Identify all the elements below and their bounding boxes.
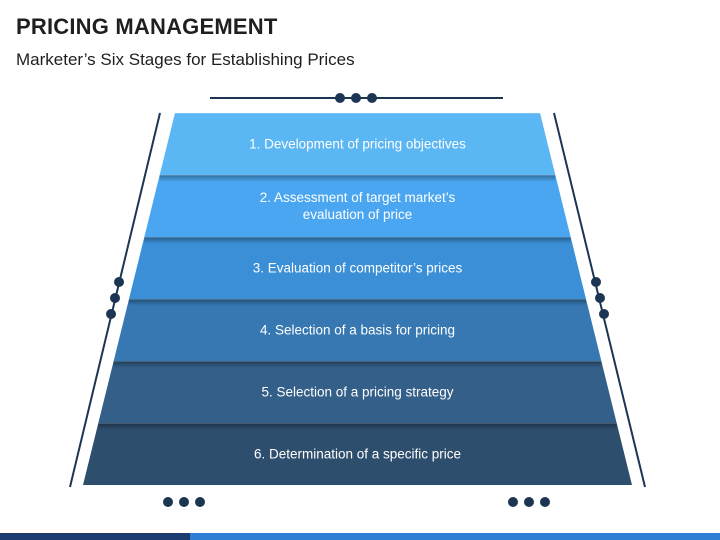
pyramid-step-1: 1. Development of pricing objectives (159, 113, 556, 175)
pyramid-step-shape (144, 175, 571, 237)
pyramid-step-shadow (159, 175, 556, 182)
top-ornament-dot (367, 93, 377, 103)
pyramid-step-shadow (129, 299, 586, 306)
pyramid-step-label: 6. Determination of a specific price (254, 447, 461, 462)
bottom-left-dots (163, 497, 205, 507)
pyramid-step-shadow (98, 423, 617, 430)
pyramid-step-4: 4. Selection of a basis for pricing (113, 299, 602, 361)
pyramid-step-label: 1. Development of pricing objectives (249, 137, 466, 152)
left-ornament-dot (114, 277, 124, 287)
pyramid-step-2: 2. Assessment of target market’s evaluati… (144, 175, 571, 237)
pyramid-step-5: 5. Selection of a pricing strategy (98, 361, 617, 423)
pyramid-step-label: 3. Evaluation of competitor’s prices (253, 261, 463, 276)
pyramid-step-shape (129, 237, 586, 299)
bottom-dot (163, 497, 173, 507)
pyramid-step-shape (159, 113, 556, 175)
top-ornament-dot (335, 93, 345, 103)
pyramid-step-shape (83, 423, 632, 485)
footer-bar-light (190, 533, 720, 540)
pyramid-step-shadow (113, 361, 602, 368)
page-title: PRICING MANAGEMENT (16, 14, 278, 39)
top-ornament-dot (351, 93, 361, 103)
page-subtitle: Marketer’s Six Stages for Establishing P… (16, 50, 355, 69)
left-ornament-dot (106, 309, 116, 319)
bottom-dot (179, 497, 189, 507)
left-ornament (69, 112, 161, 488)
bottom-dot (508, 497, 518, 507)
bottom-dot (524, 497, 534, 507)
pyramid-step-shape (113, 299, 602, 361)
right-ornament-dot (591, 277, 601, 287)
pyramid-step-3: 3. Evaluation of competitor’s prices (129, 237, 586, 299)
pyramid-step-shape (98, 361, 617, 423)
bottom-right-dots (508, 497, 550, 507)
left-ornament-dot (110, 293, 120, 303)
bottom-dot (540, 497, 550, 507)
pyramid-step-label: evaluation of price (303, 207, 413, 222)
footer-bar-dark (0, 533, 190, 540)
top-ornament (210, 93, 503, 103)
bottom-dot (195, 497, 205, 507)
pyramid-steps: 1. Development of pricing objectives 2. A… (83, 113, 632, 485)
pyramid-step-label: 4. Selection of a basis for pricing (260, 323, 455, 338)
pyramid-step-6: 6. Determination of a specific price (83, 423, 632, 485)
right-ornament (553, 112, 646, 488)
right-ornament-dot (595, 293, 605, 303)
pyramid-step-label: 2. Assessment of target market’s (260, 190, 456, 205)
pyramid-step-shadow (144, 237, 571, 244)
pyramid-step-label: 5. Selection of a pricing strategy (261, 385, 453, 400)
right-ornament-dot (599, 309, 609, 319)
